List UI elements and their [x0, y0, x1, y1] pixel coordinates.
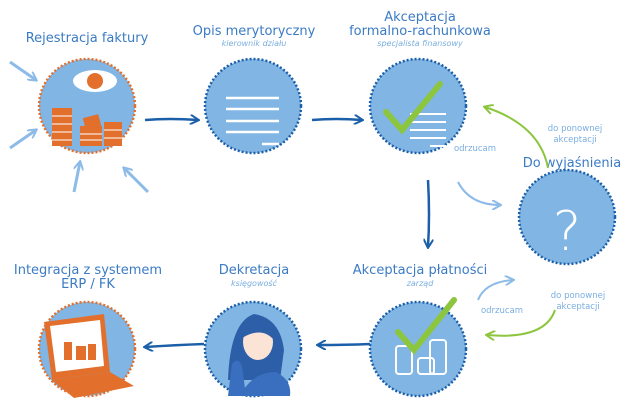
checkmark-icon — [383, 81, 443, 135]
label-reaccept-top-2: akceptacji — [553, 135, 596, 145]
step-title-integration-line1: Integracja z systemem — [14, 263, 162, 278]
step-title-payment: Akceptacja płatności — [353, 263, 487, 278]
step-circle-clarification: ? — [517, 168, 617, 266]
step-circle-formal — [368, 57, 468, 155]
accountant-woman-icon — [228, 314, 291, 396]
step-title-description: Opis merytoryczny — [193, 24, 316, 39]
step-circle-payment — [368, 297, 468, 398]
step-title-integration-line2: ERP / FK — [61, 277, 115, 292]
arrow-reject-bottom — [477, 280, 513, 301]
arrow-registration-to-description — [144, 119, 198, 120]
step-role-payment: zarząd — [406, 279, 434, 288]
label-reaccept-top-1: do ponownej — [548, 124, 602, 134]
coins-icon — [395, 339, 447, 375]
step-role-description: kierownik działu — [222, 39, 287, 48]
arrow-payment-to-decree — [318, 344, 371, 345]
label-reject-top: odrzucam — [454, 144, 496, 154]
step-role-formal: specjalista finansowy — [377, 39, 463, 48]
step-title-clarification: Do wyjaśnienia — [523, 156, 621, 171]
step-title-decree: Dekretacja — [219, 263, 289, 278]
arrow-reject-top — [457, 181, 500, 205]
arrow-decree-to-integration — [145, 344, 205, 347]
document-lines-icon — [226, 96, 279, 146]
label-reaccept-bottom-1: do ponownej — [551, 291, 605, 301]
step-role-decree: księgowość — [231, 278, 278, 288]
label-reject-bottom: odrzucam — [481, 306, 523, 316]
step-circle-integration — [37, 300, 137, 398]
step-title-formal-line2: formalno-rachunkowa — [349, 24, 491, 39]
eye-icon — [73, 70, 117, 92]
question-mark-icon: ? — [553, 200, 582, 263]
laptop-icon — [44, 314, 134, 398]
step-title-registration: Rejestracja faktury — [26, 31, 149, 46]
arrow-reaccept-top — [485, 107, 549, 169]
arrow-reaccept-bottom — [487, 309, 556, 336]
step-circle-description — [203, 57, 303, 155]
step-title-formal-line1: Akceptacja — [384, 10, 456, 25]
incoming-arrows — [9, 60, 150, 194]
label-reaccept-bottom-2: akceptacji — [556, 302, 599, 312]
checkmark-icon — [395, 297, 457, 355]
arrow-description-to-formal — [311, 119, 362, 120]
arrow-formal-to-payment — [428, 179, 429, 247]
step-circle-registration — [37, 57, 137, 155]
invoice-stack-icon — [52, 108, 122, 146]
step-circle-decree — [203, 300, 303, 398]
